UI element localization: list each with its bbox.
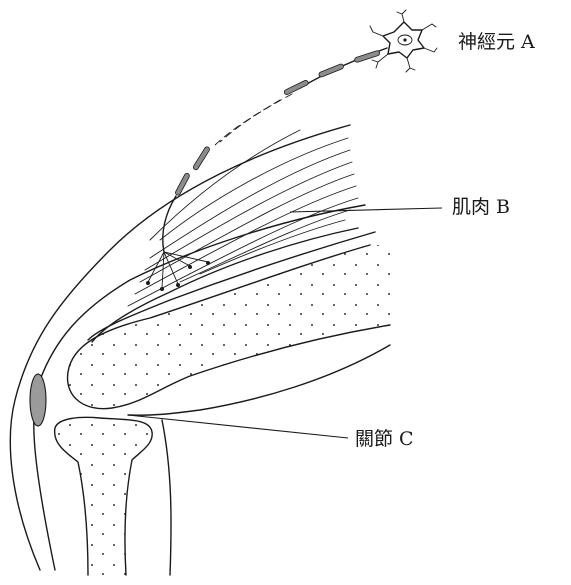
joint-label: 關節 C — [355, 430, 414, 449]
neuron-cell-body — [370, 10, 437, 72]
muscle-leader-line — [290, 208, 442, 212]
joint-leader-line — [128, 415, 348, 438]
muscle-label: 肌肉 B — [452, 198, 510, 217]
tibia-bone — [55, 417, 153, 575]
neuron-label: 神經元 A — [458, 33, 535, 52]
kneecap — [30, 374, 46, 426]
